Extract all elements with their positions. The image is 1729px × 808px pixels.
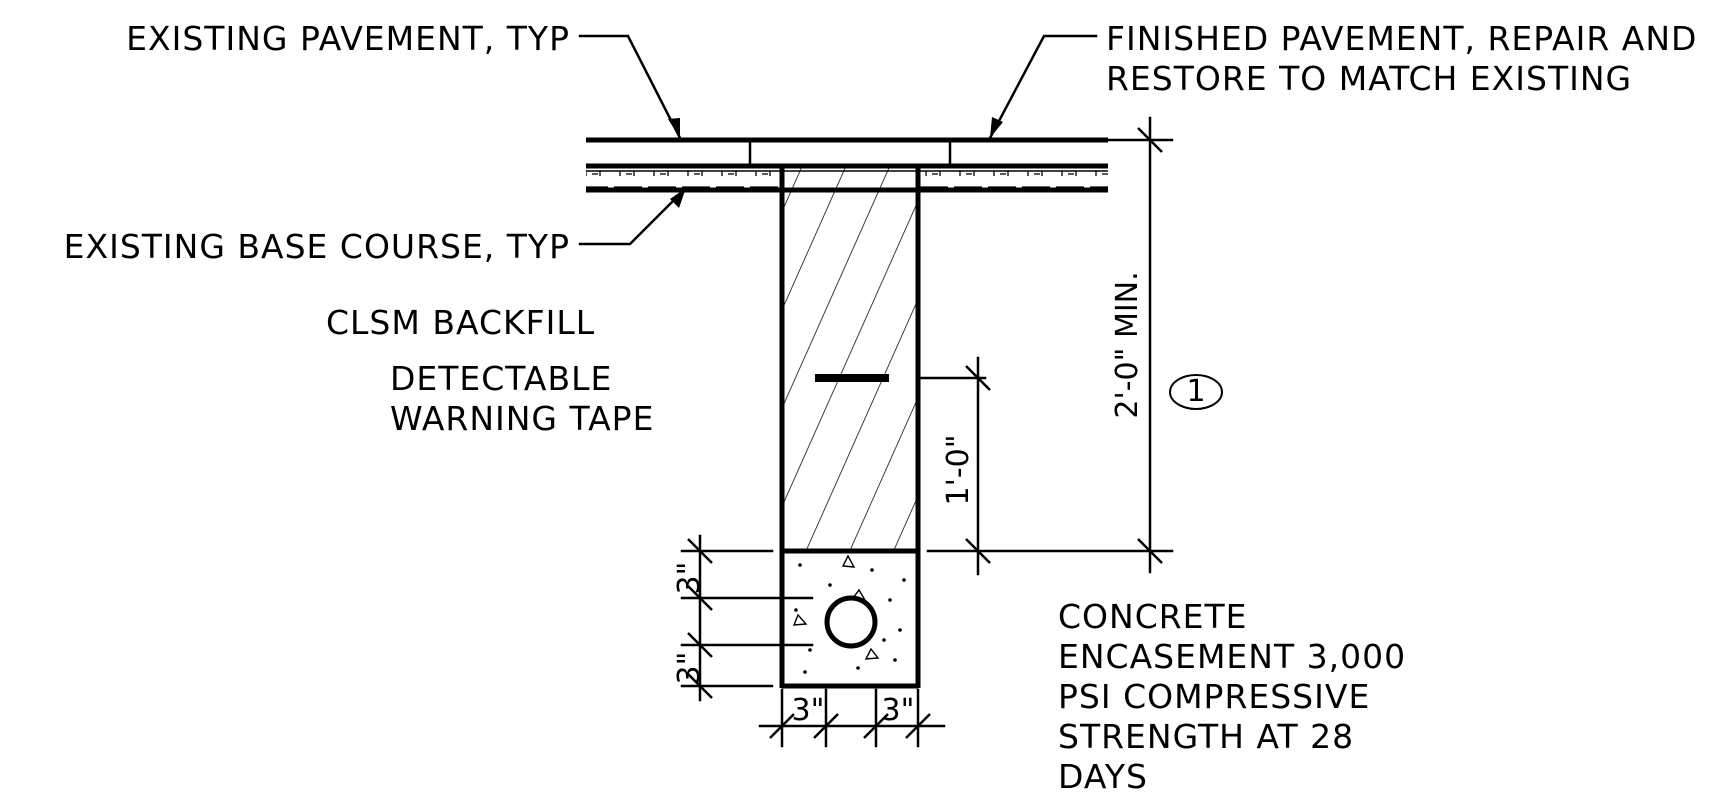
concrete-aggregate (792, 554, 906, 674)
label-concrete-5: DAYS (1058, 757, 1148, 796)
leaders (578, 34, 1098, 380)
dim-depth-min-text: 2'-0" MIN. (1110, 271, 1145, 418)
label-finished-pavement-1: FINISHED PAVEMENT, REPAIR AND (1106, 19, 1697, 58)
label-concrete-1: CONCRETE (1058, 597, 1248, 636)
label-concrete-3: PSI COMPRESSIVE (1058, 677, 1370, 716)
label-existing-pavement: EXISTING PAVEMENT, TYP (126, 19, 570, 58)
base-course-right (918, 171, 1108, 190)
dim-cover-top-text: 3" (672, 562, 707, 595)
warning-tape (815, 374, 889, 382)
dim-depth-min: 2'-0" MIN. (926, 116, 1174, 574)
dim-side-left-text: 3" (792, 693, 825, 728)
clsm-backfill-area (782, 168, 918, 550)
base-course-leader (578, 186, 688, 246)
callout-labels: EXISTING PAVEMENT, TYP FINISHED PAVEMENT… (64, 19, 1697, 796)
label-warning-tape-1: DETECTABLE (390, 359, 612, 398)
finished-pavement-leader (988, 34, 1098, 140)
dim-tape-depth-text: 1'-0" (941, 434, 976, 505)
note-tag: 1 (1169, 374, 1223, 410)
label-existing-base-course: EXISTING BASE COURSE, TYP (64, 227, 570, 266)
dim-tape-depth: 1'-0" (941, 356, 991, 576)
dim-cover-bottom-text: 3" (672, 652, 707, 685)
dim-side-horizontal: 3" 3" (758, 688, 946, 748)
note-tag-bubble (1169, 374, 1223, 410)
base-course-left (586, 171, 782, 190)
label-clsm-backfill: CLSM BACKFILL (326, 303, 595, 342)
label-finished-pavement-2: RESTORE TO MATCH EXISTING (1106, 59, 1632, 98)
trench (779, 166, 921, 689)
label-concrete-4: STRENGTH AT 28 (1058, 717, 1354, 756)
dim-side-right-text: 3" (882, 693, 915, 728)
conduit-pipe (824, 595, 878, 649)
label-warning-tape-2: WARNING TAPE (390, 399, 654, 438)
dim-cover-vertical: 3" 3" (672, 534, 814, 702)
note-tag-text: 1 (1186, 374, 1205, 409)
existing-pavement-leader (578, 34, 682, 140)
label-concrete-2: ENCASEMENT 3,000 (1058, 637, 1406, 676)
